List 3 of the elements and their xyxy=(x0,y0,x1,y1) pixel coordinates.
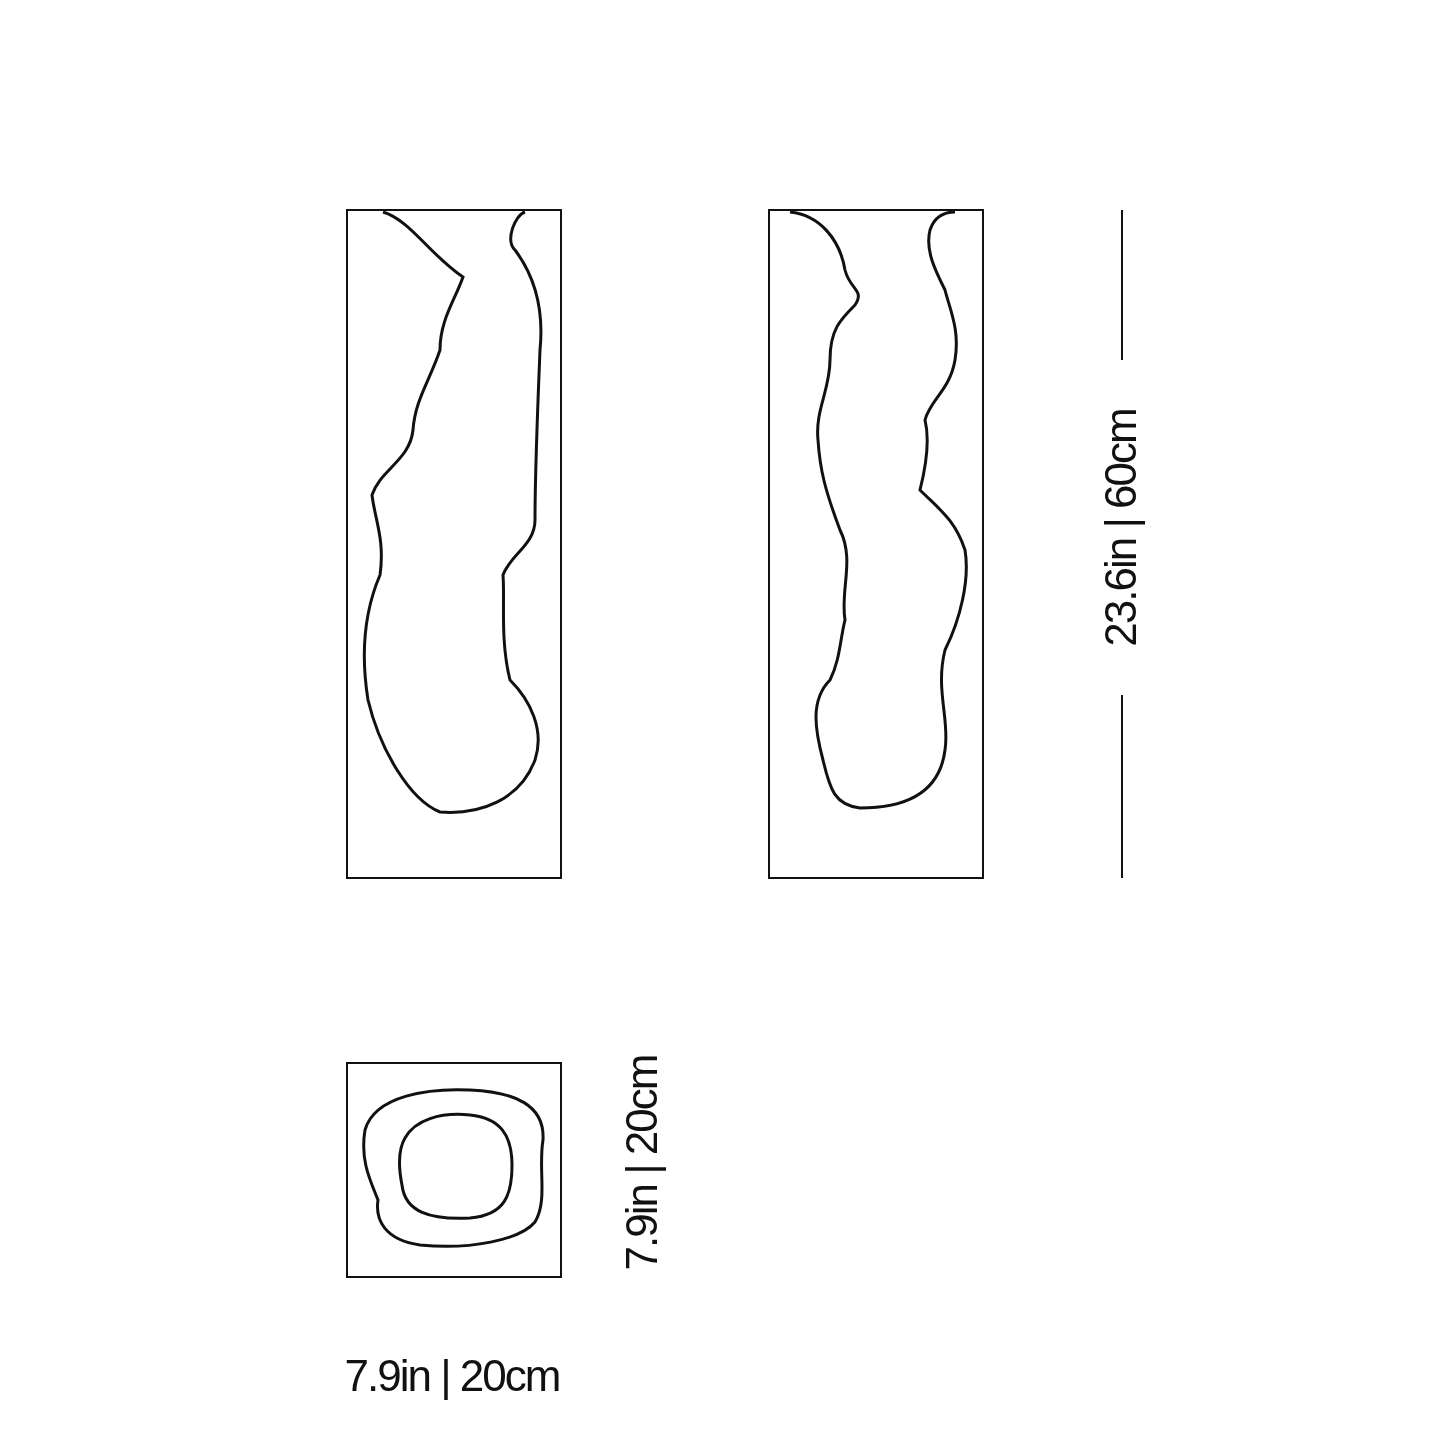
dimension-label: 23.6in | 60cm xyxy=(1098,409,1143,647)
dimension-label: 7.9in | 20cm xyxy=(619,1055,664,1271)
dimension-label: 7.9in | 20cm xyxy=(344,1354,560,1398)
